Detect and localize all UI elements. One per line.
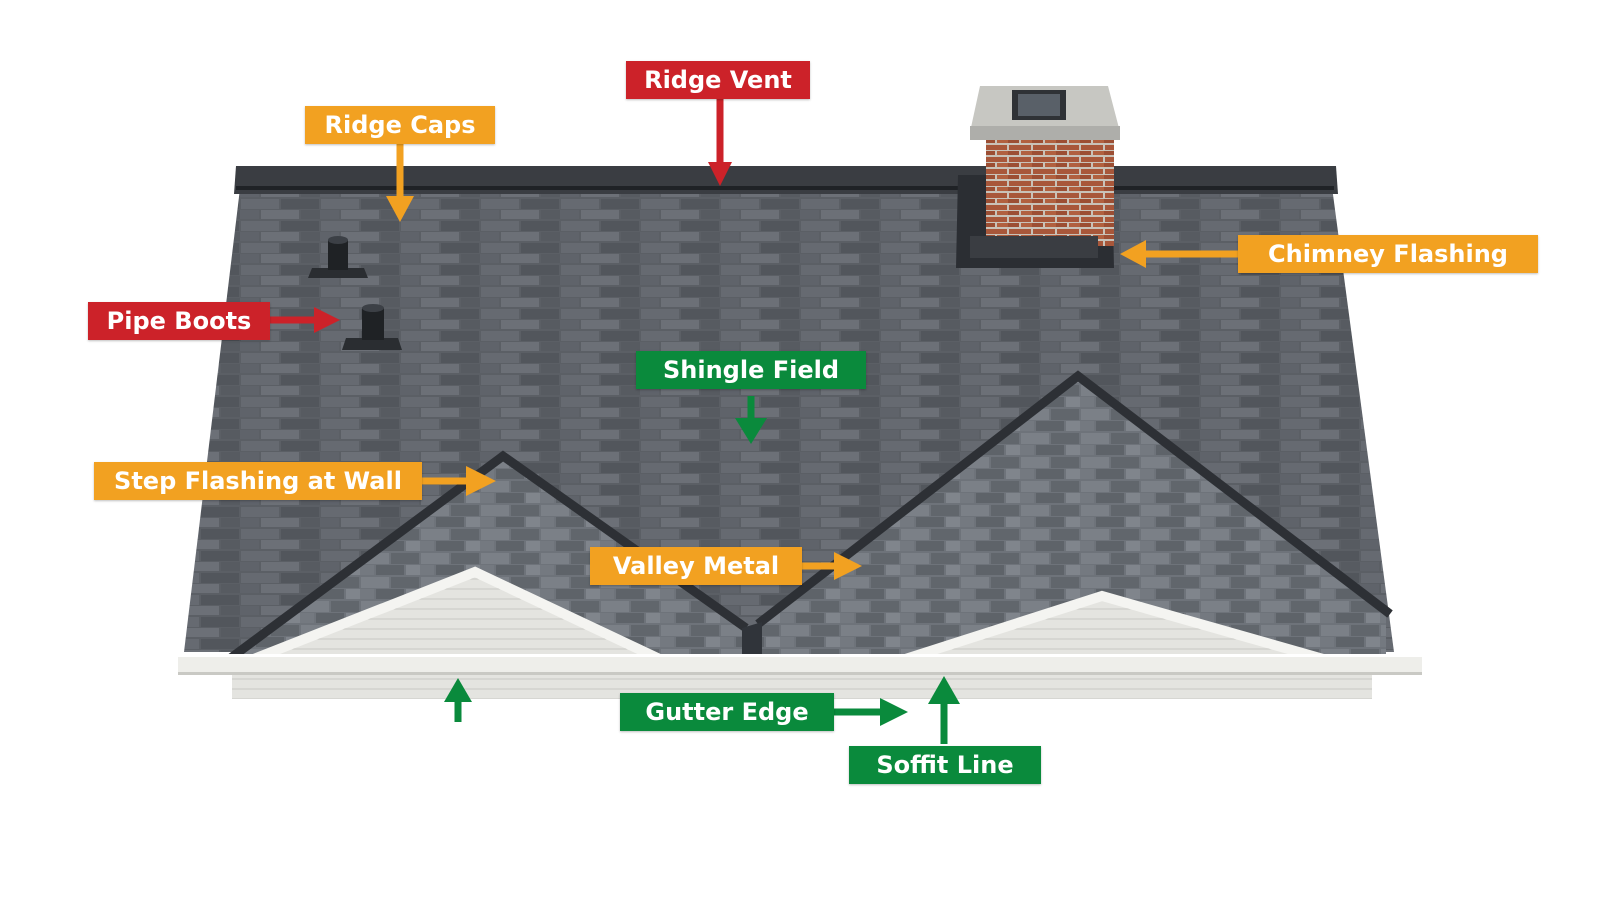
- label-step-flashing: Step Flashing at Wall: [94, 462, 422, 500]
- label-chimney-flashing: Chimney Flashing: [1238, 235, 1538, 273]
- arrow-ridge-caps: [386, 142, 414, 222]
- label-shingle-field: Shingle Field: [636, 351, 866, 389]
- valley-metal: [742, 622, 762, 660]
- ridge-vent-strip: [236, 186, 1334, 190]
- arrow-valley-metal: [802, 552, 862, 580]
- pipe-boot-lower: [342, 304, 402, 350]
- arrow-step-flashing: [420, 466, 496, 496]
- arrow-pipe-boots: [268, 307, 340, 333]
- label-valley-metal: Valley Metal: [590, 547, 802, 585]
- arrow-ridge-vent: [708, 96, 732, 186]
- right-dormer: [755, 370, 1393, 667]
- arrow-chimney-flashing: [1120, 240, 1238, 268]
- chimney: [956, 86, 1120, 268]
- arrow-gutter-edge-up: [444, 678, 472, 722]
- label-soffit-line: Soffit Line: [849, 746, 1041, 784]
- gutter: [178, 654, 1422, 674]
- arrow-gutter-edge-right: [832, 698, 908, 726]
- label-gutter-edge: Gutter Edge: [620, 693, 834, 731]
- pipe-boot-upper: [308, 236, 368, 278]
- arrow-shingle-field: [735, 396, 767, 444]
- label-pipe-boots: Pipe Boots: [88, 302, 270, 340]
- label-ridge-caps: Ridge Caps: [305, 106, 495, 144]
- label-ridge-vent: Ridge Vent: [626, 61, 810, 99]
- arrow-soffit-line: [928, 676, 960, 744]
